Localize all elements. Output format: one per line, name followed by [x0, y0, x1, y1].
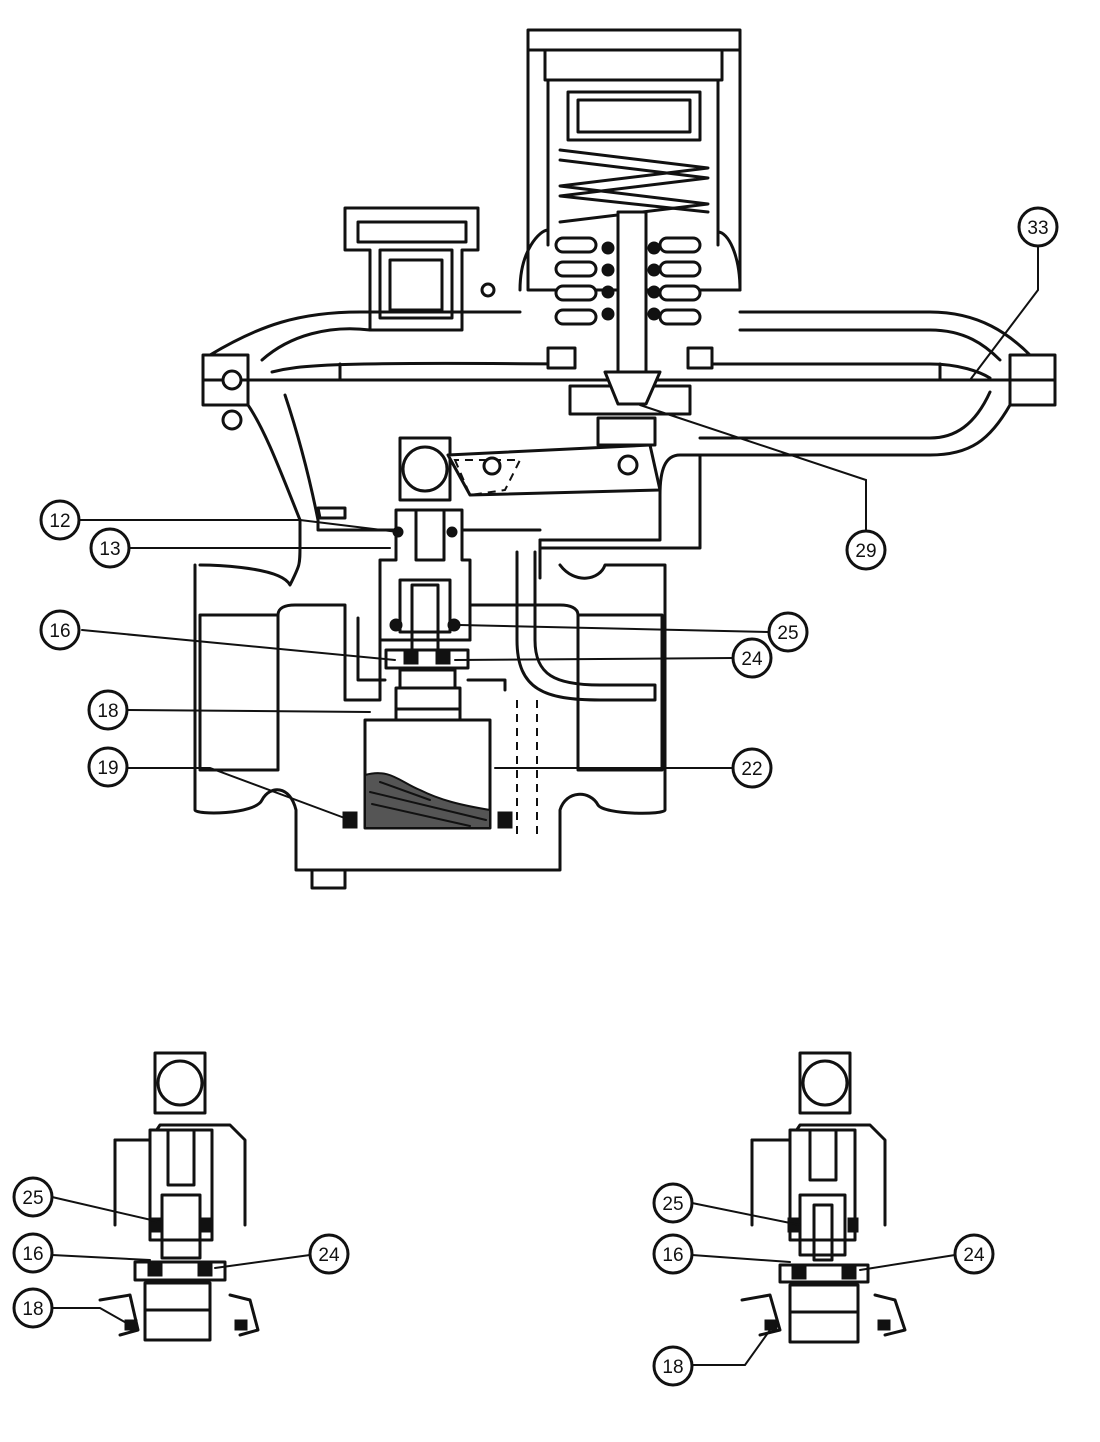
callout-12-label: 12 [49, 511, 70, 532]
callout-right-18-label: 18 [662, 1357, 683, 1378]
callout-right-16: 16 [652, 1233, 694, 1275]
callout-16: 16 [39, 609, 81, 651]
callout-19: 19 [87, 746, 129, 788]
main-leaders [78, 245, 1039, 821]
valve-body [193, 506, 667, 890]
callout-25-label: 25 [777, 623, 798, 644]
callout-22-label: 22 [741, 759, 762, 780]
callout-left-16-label: 16 [22, 1244, 43, 1265]
callouts-detail-left: 25 16 24 18 [12, 1176, 350, 1329]
callout-right-16-label: 16 [662, 1245, 683, 1266]
callouts-main: 33 12 13 29 16 25 24 18 [39, 206, 1059, 789]
spring-bonnet [518, 28, 742, 292]
callout-33-label: 33 [1027, 218, 1048, 239]
detail-left-leaders [51, 1196, 311, 1326]
valve-column [378, 508, 472, 732]
callout-right-18: 18 [652, 1345, 694, 1387]
callouts-detail-right: 25 16 24 18 [652, 1182, 995, 1387]
callout-29-label: 29 [855, 541, 876, 562]
callout-19-label: 19 [97, 758, 118, 779]
callout-right-24: 24 [953, 1233, 995, 1275]
callout-left-24-label: 24 [318, 1245, 340, 1266]
detail-left-drawing [98, 1051, 260, 1342]
callout-24-label: 24 [741, 649, 763, 670]
callout-left-24: 24 [308, 1233, 350, 1275]
callout-13: 13 [89, 527, 131, 569]
callout-left-25: 25 [12, 1176, 54, 1218]
callout-12: 12 [39, 499, 81, 541]
callout-24: 24 [731, 637, 773, 679]
callout-right-25-label: 25 [662, 1194, 683, 1215]
callout-left-18: 18 [12, 1287, 54, 1329]
callout-right-25: 25 [652, 1182, 694, 1224]
main-regulator-drawing [193, 28, 1057, 890]
lever-assembly [398, 416, 662, 502]
callout-33: 33 [1017, 206, 1059, 248]
callout-left-18-label: 18 [22, 1299, 43, 1320]
detail-right-leaders [691, 1202, 956, 1366]
callout-right-24-label: 24 [963, 1245, 985, 1266]
callout-18-label: 18 [97, 701, 118, 722]
callout-16-label: 16 [49, 621, 70, 642]
callout-left-25-label: 25 [22, 1188, 43, 1209]
callout-22: 22 [731, 747, 773, 789]
diaphragm-case [201, 310, 1057, 550]
vent-cap [343, 206, 496, 332]
callout-29: 29 [845, 529, 887, 571]
callout-25: 25 [767, 611, 809, 653]
main-spring [554, 210, 702, 394]
detail-right-drawing [740, 1051, 907, 1344]
callout-18: 18 [87, 689, 129, 731]
callout-left-16: 16 [12, 1232, 54, 1274]
callout-13-label: 13 [99, 539, 120, 560]
